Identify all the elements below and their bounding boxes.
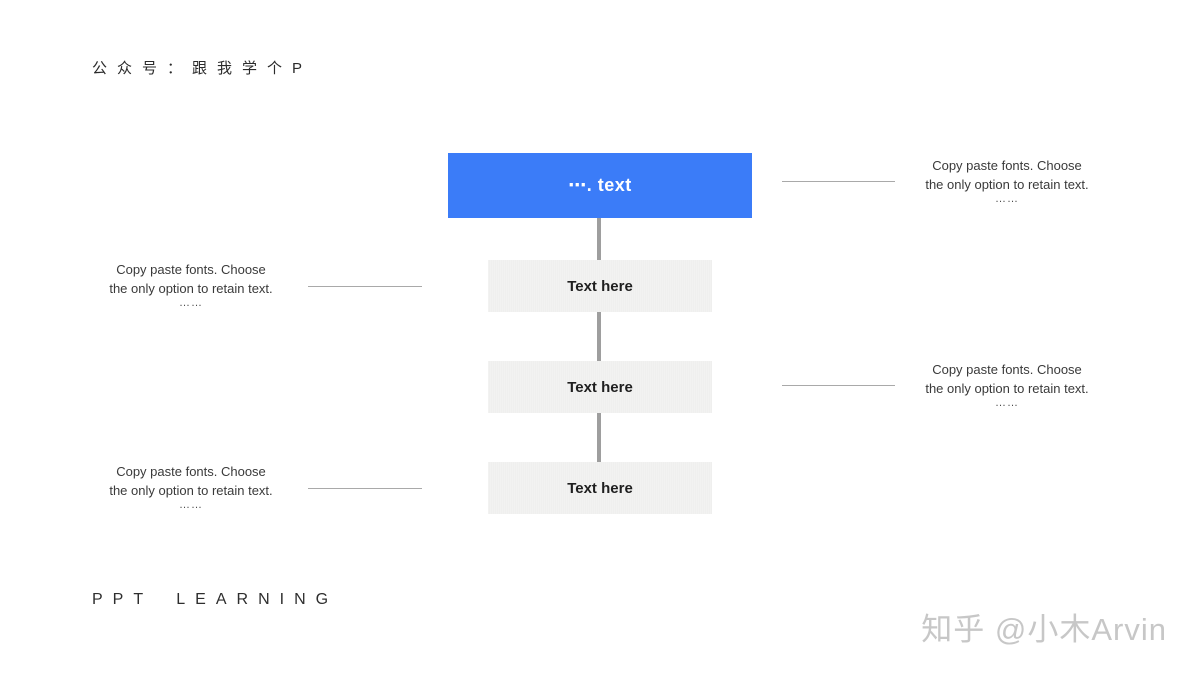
connector-node-1-to-node-2 xyxy=(597,312,601,361)
annotation-ellipsis: …… xyxy=(179,499,203,511)
annotation-ellipsis: …… xyxy=(995,193,1019,205)
connector-node-2-to-node-3 xyxy=(597,413,601,462)
annotation-line-2: the only option to retain text. xyxy=(925,177,1089,192)
footer-brand-label: PPT LEARNING xyxy=(92,591,339,608)
header-account-label: 公众号：跟我学个P xyxy=(92,60,313,77)
annotation-left-of-node-1: Copy paste fonts. Choose the only option… xyxy=(96,260,286,309)
annotation-line-1: Copy paste fonts. Choose xyxy=(116,262,266,277)
annotation-line-2: the only option to retain text. xyxy=(109,281,273,296)
leader-line-left-of-node-3 xyxy=(308,488,422,489)
diagram-node-2: Text here xyxy=(488,361,712,413)
annotation-line-1: Copy paste fonts. Choose xyxy=(932,362,1082,377)
annotation-right-of-root: Copy paste fonts. Choose the only option… xyxy=(912,156,1102,205)
zhihu-watermark: 知乎 @小木Arvin xyxy=(921,612,1167,647)
annotation-left-of-node-3: Copy paste fonts. Choose the only option… xyxy=(96,462,286,511)
diagram-node-1: Text here xyxy=(488,260,712,312)
diagram-root-node: ⋯. text xyxy=(448,153,752,218)
leader-line-left-of-node-1 xyxy=(308,286,422,287)
annotation-line-2: the only option to retain text. xyxy=(109,483,273,498)
root-node-label: ⋯. text xyxy=(568,175,632,195)
annotation-right-of-node-2: Copy paste fonts. Choose the only option… xyxy=(912,360,1102,409)
node-1-label: Text here xyxy=(567,277,633,295)
leader-line-right-of-root xyxy=(782,181,895,182)
node-3-label: Text here xyxy=(567,479,633,497)
annotation-line-2: the only option to retain text. xyxy=(925,381,1089,396)
annotation-line-1: Copy paste fonts. Choose xyxy=(116,464,266,479)
diagram-node-3: Text here xyxy=(488,462,712,514)
node-2-label: Text here xyxy=(567,378,633,396)
annotation-ellipsis: …… xyxy=(995,397,1019,409)
connector-root-to-node-1 xyxy=(597,218,601,260)
annotation-line-1: Copy paste fonts. Choose xyxy=(932,158,1082,173)
leader-line-right-of-node-2 xyxy=(782,385,895,386)
annotation-ellipsis: …… xyxy=(179,297,203,309)
